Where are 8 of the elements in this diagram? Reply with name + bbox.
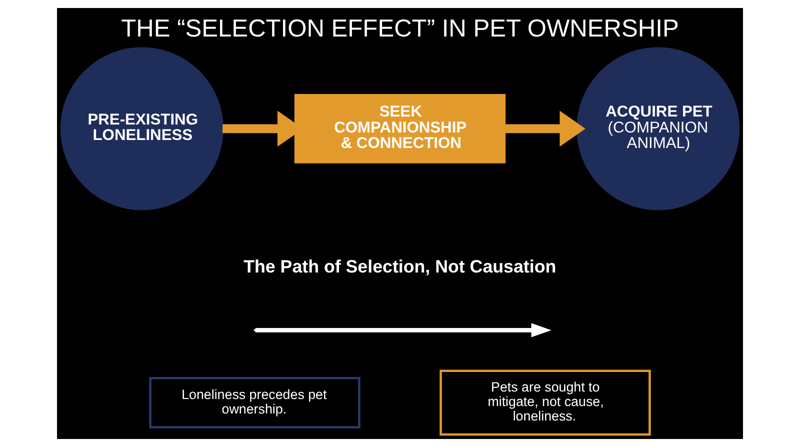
node-box: Pets are sought to mitigate, not cause, loneliness.	[440, 370, 651, 436]
node-box: Loneliness precedes pet ownership.	[149, 376, 360, 428]
arrow	[504, 110, 586, 147]
node-box: SEEK COMPANIONSHIP & CONNECTION	[294, 94, 506, 164]
node-circle: PRE-EXISTING LONELINESS	[60, 47, 224, 210]
node-circle: ACQUIRE PET (COMPANION ANIMAL)	[576, 47, 740, 210]
diagram-title: THE “SELECTION EFFECT” IN PET OWNERSHIP	[121, 16, 679, 43]
label: The Path of Selection, Not Causation	[244, 256, 556, 277]
